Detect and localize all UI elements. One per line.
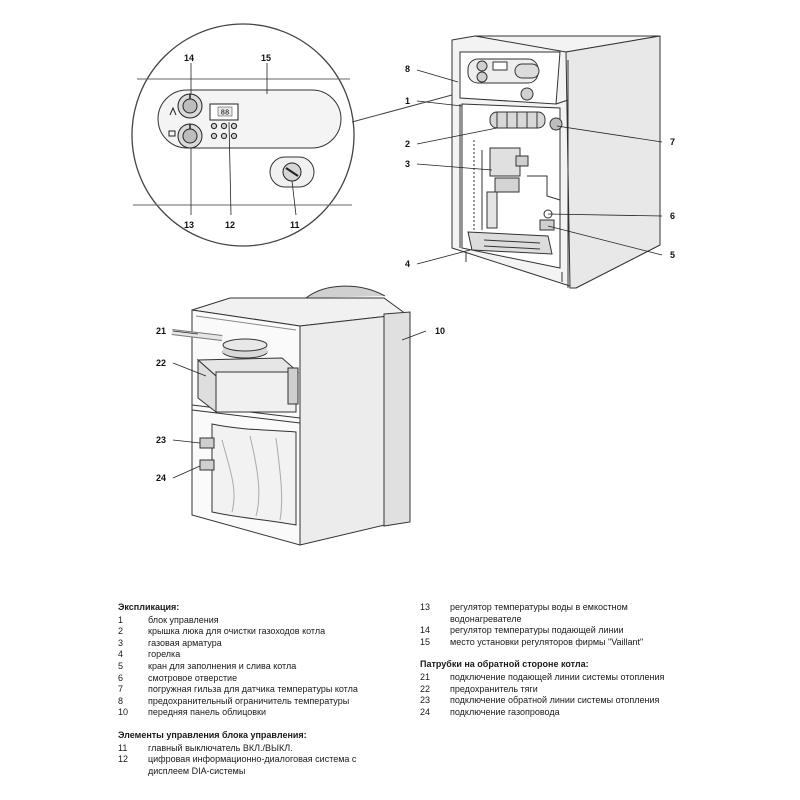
legend-num: 8 — [118, 695, 124, 706]
legend-item-10: 10 передняя панель облицовки — [118, 707, 408, 719]
legend-text: горелка — [148, 649, 181, 660]
legend-text: подключение обратной линии системы отопл… — [450, 695, 660, 706]
controls-heading: Элементы управления блока управления: — [118, 729, 307, 740]
legend-text: регулятор температуры воды в емкостном — [450, 602, 628, 612]
callout-23: 23 — [156, 435, 166, 445]
pipes-heading: Патрубки на обратной стороне котла: — [420, 659, 589, 670]
legend-item-22: 22 предохранитель тяги — [420, 684, 720, 696]
callout-4: 4 — [405, 259, 410, 269]
supply-temp-knob — [177, 93, 203, 119]
legend-num: 5 — [118, 660, 124, 671]
legend-left: Экспликация: 1 блок управления 2 крышка лю… — [118, 602, 408, 777]
legend-text-continued: дисплеем DIA-системы — [148, 765, 246, 776]
legend-item-24: 24 подключение газопровода — [420, 707, 720, 719]
callout-21: 21 — [156, 326, 166, 336]
control-strip — [157, 89, 342, 149]
legend-text: кран для заполнения и слива котла — [148, 660, 297, 671]
callout-5: 5 — [670, 250, 675, 260]
callout-22: 22 — [156, 358, 166, 368]
legend-num: 2 — [118, 626, 124, 637]
legend-num: 24 — [420, 706, 431, 717]
boiler-front-view — [416, 35, 663, 289]
legend-text: главный выключатель ВКЛ./ВЫКЛ. — [148, 742, 293, 753]
legend-item-6: 6 смотровое отверстие — [118, 673, 408, 685]
legend-item-15: 15 место установки регуляторов фирмы "Vai… — [420, 637, 720, 649]
legend-item-23: 23 подключение обратной линии системы ото… — [420, 695, 720, 707]
callout-6: 6 — [670, 211, 675, 221]
legend-item-1: 1 блок управления — [118, 615, 408, 627]
legend-item-12: 12 цифровая информационно-диалоговая сист… — [118, 754, 408, 766]
legend-num: 22 — [420, 683, 431, 694]
boiler-diagram: 88 — [131, 23, 675, 546]
legend-num: 13 — [420, 602, 431, 612]
legend-text: блок управления — [148, 614, 219, 625]
tap-symbol-icon — [168, 130, 176, 137]
explication-heading: Экспликация: — [118, 602, 180, 612]
dia-display: 88 — [209, 103, 239, 140]
boiler-rear-view — [171, 285, 427, 546]
legend-item-5: 5 кран для заполнения и слива котла — [118, 661, 408, 673]
legend-num: 15 — [420, 636, 431, 647]
legend-num: 7 — [118, 684, 124, 695]
legend-item-21: 21 подключение подающей линии системы ото… — [420, 672, 720, 684]
legend-num: 23 — [420, 695, 431, 706]
legend-item-14: 14 регулятор температуры подающей линии — [420, 625, 720, 637]
legend-item-7: 7 погружная гильза для датчика температур… — [118, 684, 408, 696]
legend-text: подключение подающей линии системы отопл… — [450, 671, 665, 682]
legend-right: 13 регулятор температуры воды в емкостном… — [420, 602, 720, 718]
legend-text: крышка люка для очистки газоходов котла — [148, 626, 326, 637]
callout-11: 11 — [290, 220, 300, 230]
legend-num: 3 — [118, 637, 124, 648]
callout-24: 24 — [156, 473, 166, 483]
callout-12: 12 — [225, 220, 235, 230]
legend-num: 21 — [420, 671, 431, 682]
legend-text: подключение газопровода — [450, 706, 560, 717]
control-panel-detail: 88 — [131, 23, 453, 247]
legend-num: 10 — [118, 707, 129, 718]
legend-num: 1 — [118, 614, 124, 625]
legend-num: 14 — [420, 625, 431, 636]
legend-item-3: 3 газовая арматура — [118, 638, 408, 650]
legend-num: 11 — [118, 742, 128, 753]
callout-15: 15 — [261, 53, 271, 63]
callout-13: 13 — [184, 220, 194, 230]
callout-3: 3 — [405, 159, 410, 169]
legend-text: регулятор температуры подающей линии — [450, 625, 624, 636]
legend-text: погружная гильза для датчика температуры… — [148, 684, 358, 695]
legend-text: смотровое отверстие — [148, 672, 238, 683]
legend-num: 6 — [118, 672, 124, 683]
legend-text: передняя панель облицовки — [148, 707, 266, 718]
display-digits: 88 — [221, 109, 229, 117]
legend-text: цифровая информационно-диалоговая систем… — [148, 754, 357, 765]
legend-item-4: 4 горелка — [118, 649, 408, 661]
dhw-temp-knob — [177, 123, 203, 149]
callout-1: 1 — [405, 96, 410, 106]
callout-2: 2 — [405, 139, 410, 149]
legend-item-2: 2 крышка люка для очистки газоходов котла — [118, 626, 408, 638]
legend-text: место установки регуляторов фирмы "Vaill… — [450, 636, 644, 647]
callout-7: 7 — [670, 137, 675, 147]
callout-10: 10 — [435, 326, 445, 336]
callout-8: 8 — [405, 64, 410, 74]
legend-text-continued: водонагревателе — [450, 613, 522, 624]
legend-text: предохранительный ограничитель температу… — [148, 695, 350, 706]
legend-num: 4 — [118, 649, 124, 660]
main-switch — [269, 156, 315, 188]
legend-num: 12 — [118, 754, 129, 765]
legend-item-11: 11 главный выключатель ВКЛ./ВЫКЛ. — [118, 743, 408, 755]
legend-text: газовая арматура — [148, 637, 222, 648]
callout-14: 14 — [184, 53, 194, 63]
legend-item-13: 13 регулятор температуры воды в емкостном — [420, 602, 720, 614]
legend-item-8: 8 предохранительный ограничитель температ… — [118, 696, 408, 708]
radiator-symbol-icon — [169, 106, 177, 116]
legend-text: предохранитель тяги — [450, 683, 538, 694]
